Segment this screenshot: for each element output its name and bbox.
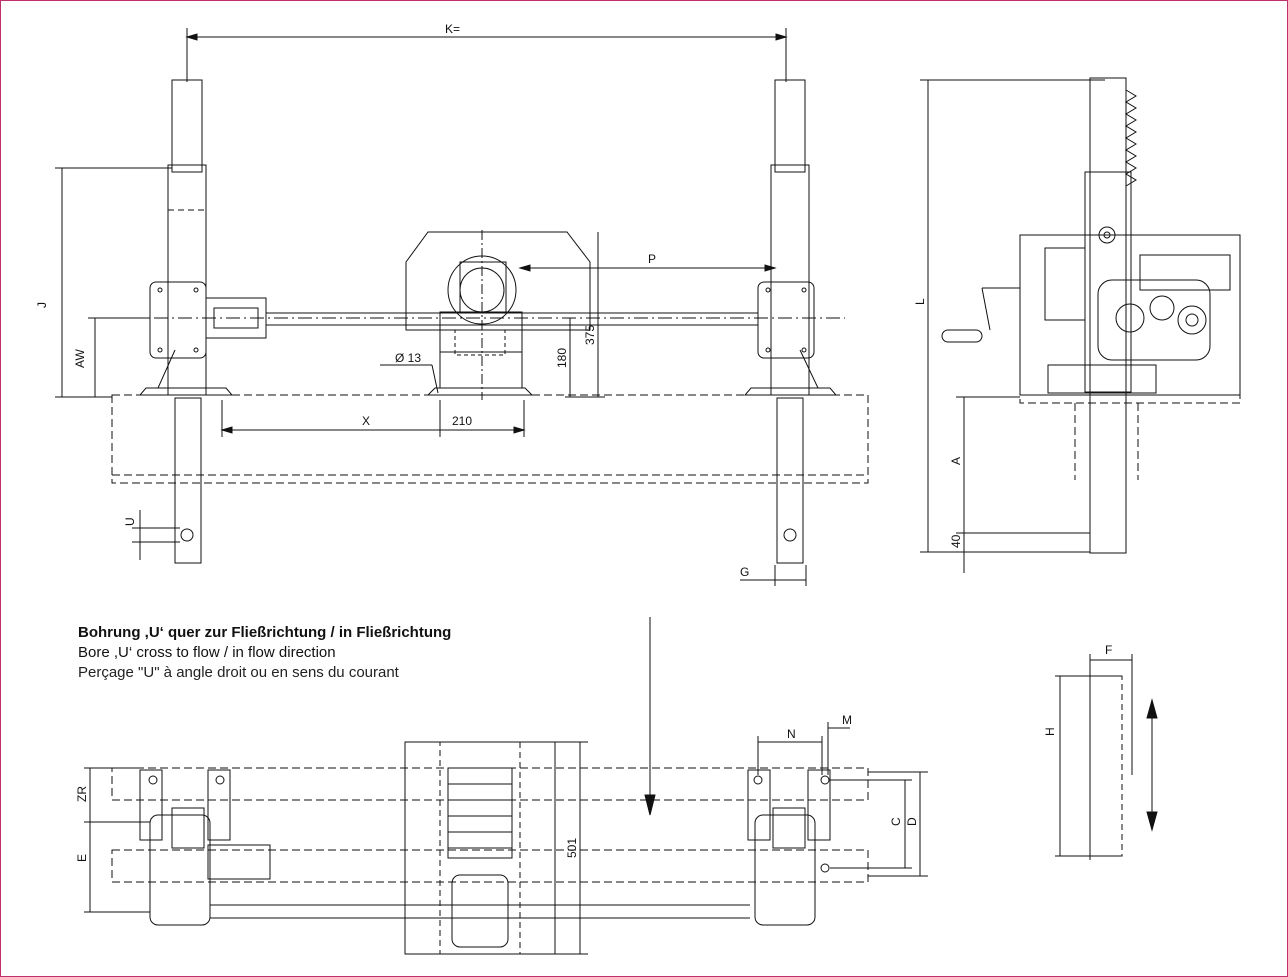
- dim-h: H: [1043, 727, 1057, 736]
- bore-caption: Bohrung ,U‘ quer zur Fließrichtung / in …: [78, 623, 451, 683]
- dim-n: N: [787, 727, 796, 741]
- dim-k: K=: [445, 22, 460, 36]
- dimension-labels: K= J AW P Ø 13 180 375 X 210 U G L A 40 …: [35, 22, 1112, 862]
- dim-375: 375: [583, 325, 597, 345]
- dim-aw: AW: [73, 348, 87, 368]
- dim-l: L: [913, 298, 927, 305]
- dim-d: D: [905, 817, 919, 826]
- dim-x: X: [362, 414, 370, 428]
- dim-g: G: [740, 565, 749, 579]
- dim-501: 501: [565, 838, 579, 858]
- dim-f: F: [1105, 643, 1112, 657]
- dim-diameter-13: Ø 13: [395, 351, 421, 365]
- top-view: [84, 617, 928, 955]
- dim-a: A: [949, 457, 963, 465]
- dim-40: 40: [949, 534, 963, 548]
- side-view: [920, 77, 1241, 573]
- caption-french: Perçage "U" à angle droit ou en sens du …: [78, 664, 399, 681]
- caption-german: Bohrung ,U‘ quer zur Fließrichtung / in …: [78, 624, 452, 641]
- dim-j: J: [35, 302, 49, 308]
- dim-e: E: [75, 854, 89, 862]
- dim-180: 180: [555, 348, 569, 368]
- dim-c: C: [889, 817, 903, 826]
- front-view: [55, 28, 869, 586]
- dim-zr: ZR: [75, 786, 89, 802]
- dim-m: M: [842, 713, 852, 727]
- spindle-detail: [1055, 654, 1158, 860]
- dim-210: 210: [452, 414, 472, 428]
- dim-p: P: [648, 252, 656, 266]
- caption-english: Bore ,U‘ cross to flow / in flow directi…: [78, 644, 336, 661]
- dim-u: U: [123, 517, 137, 526]
